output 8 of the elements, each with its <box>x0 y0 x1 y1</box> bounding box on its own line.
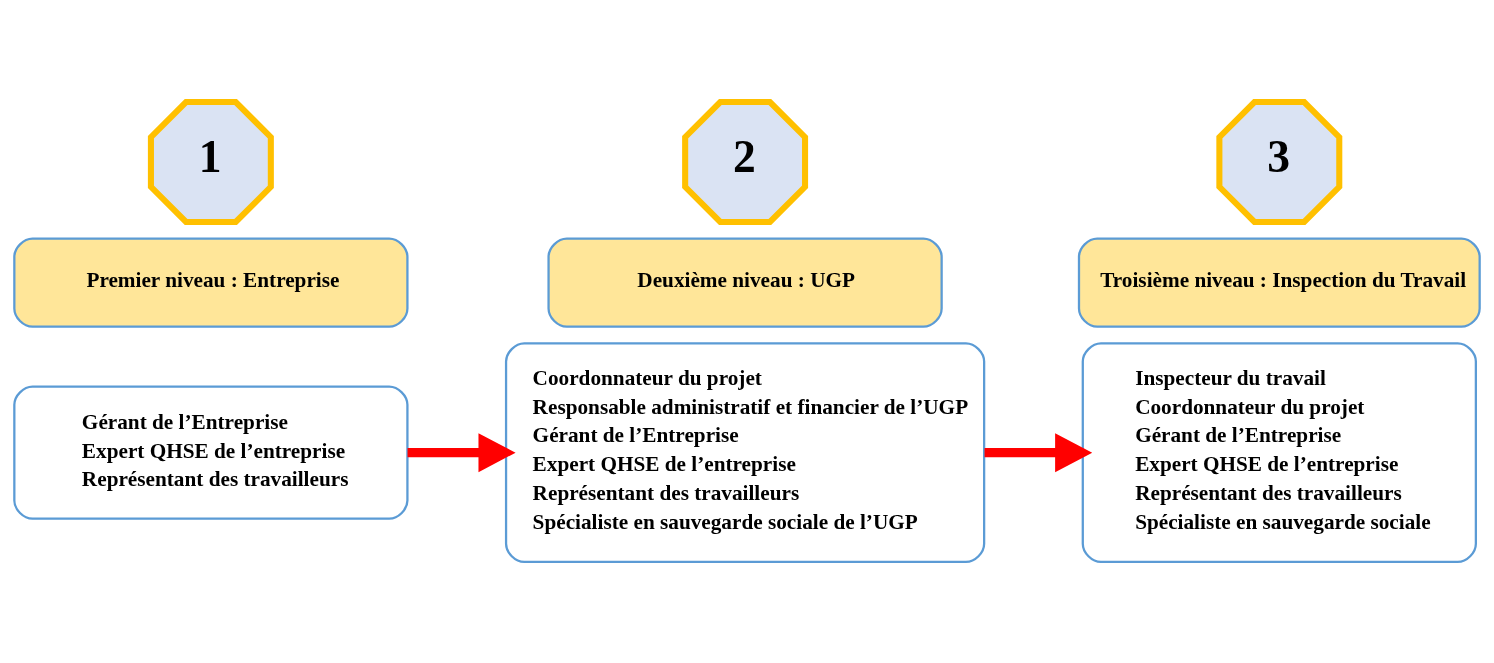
arrow <box>984 432 1093 472</box>
node-box: Inspecteur du travail Coordonnateur du projet Gérant de l’Entreprise Expert QHSE de l’entreprise Représentant des travailleurs Spécialiste en sauvegarde sociale <box>1081 341 1477 563</box>
node-box: Coordonnateur du projet Responsable administratif et financier de l’UGP Gérant de l’Entreprise Expert QHSE de l’entreprise Représentant des travailleurs Spécialiste en sauvegarde sociale de l’UGP <box>504 341 986 563</box>
node-box: Gérant de l’Entreprise Expert QHSE de l’entreprise Représentant des travailleurs <box>13 385 409 520</box>
node-box: Troisième niveau : Inspection du Travail <box>1077 237 1481 328</box>
node-box: Deuxième niveau : UGP <box>547 237 943 328</box>
arrow <box>407 432 516 472</box>
node-box: Premier niveau : Entreprise <box>13 237 409 328</box>
